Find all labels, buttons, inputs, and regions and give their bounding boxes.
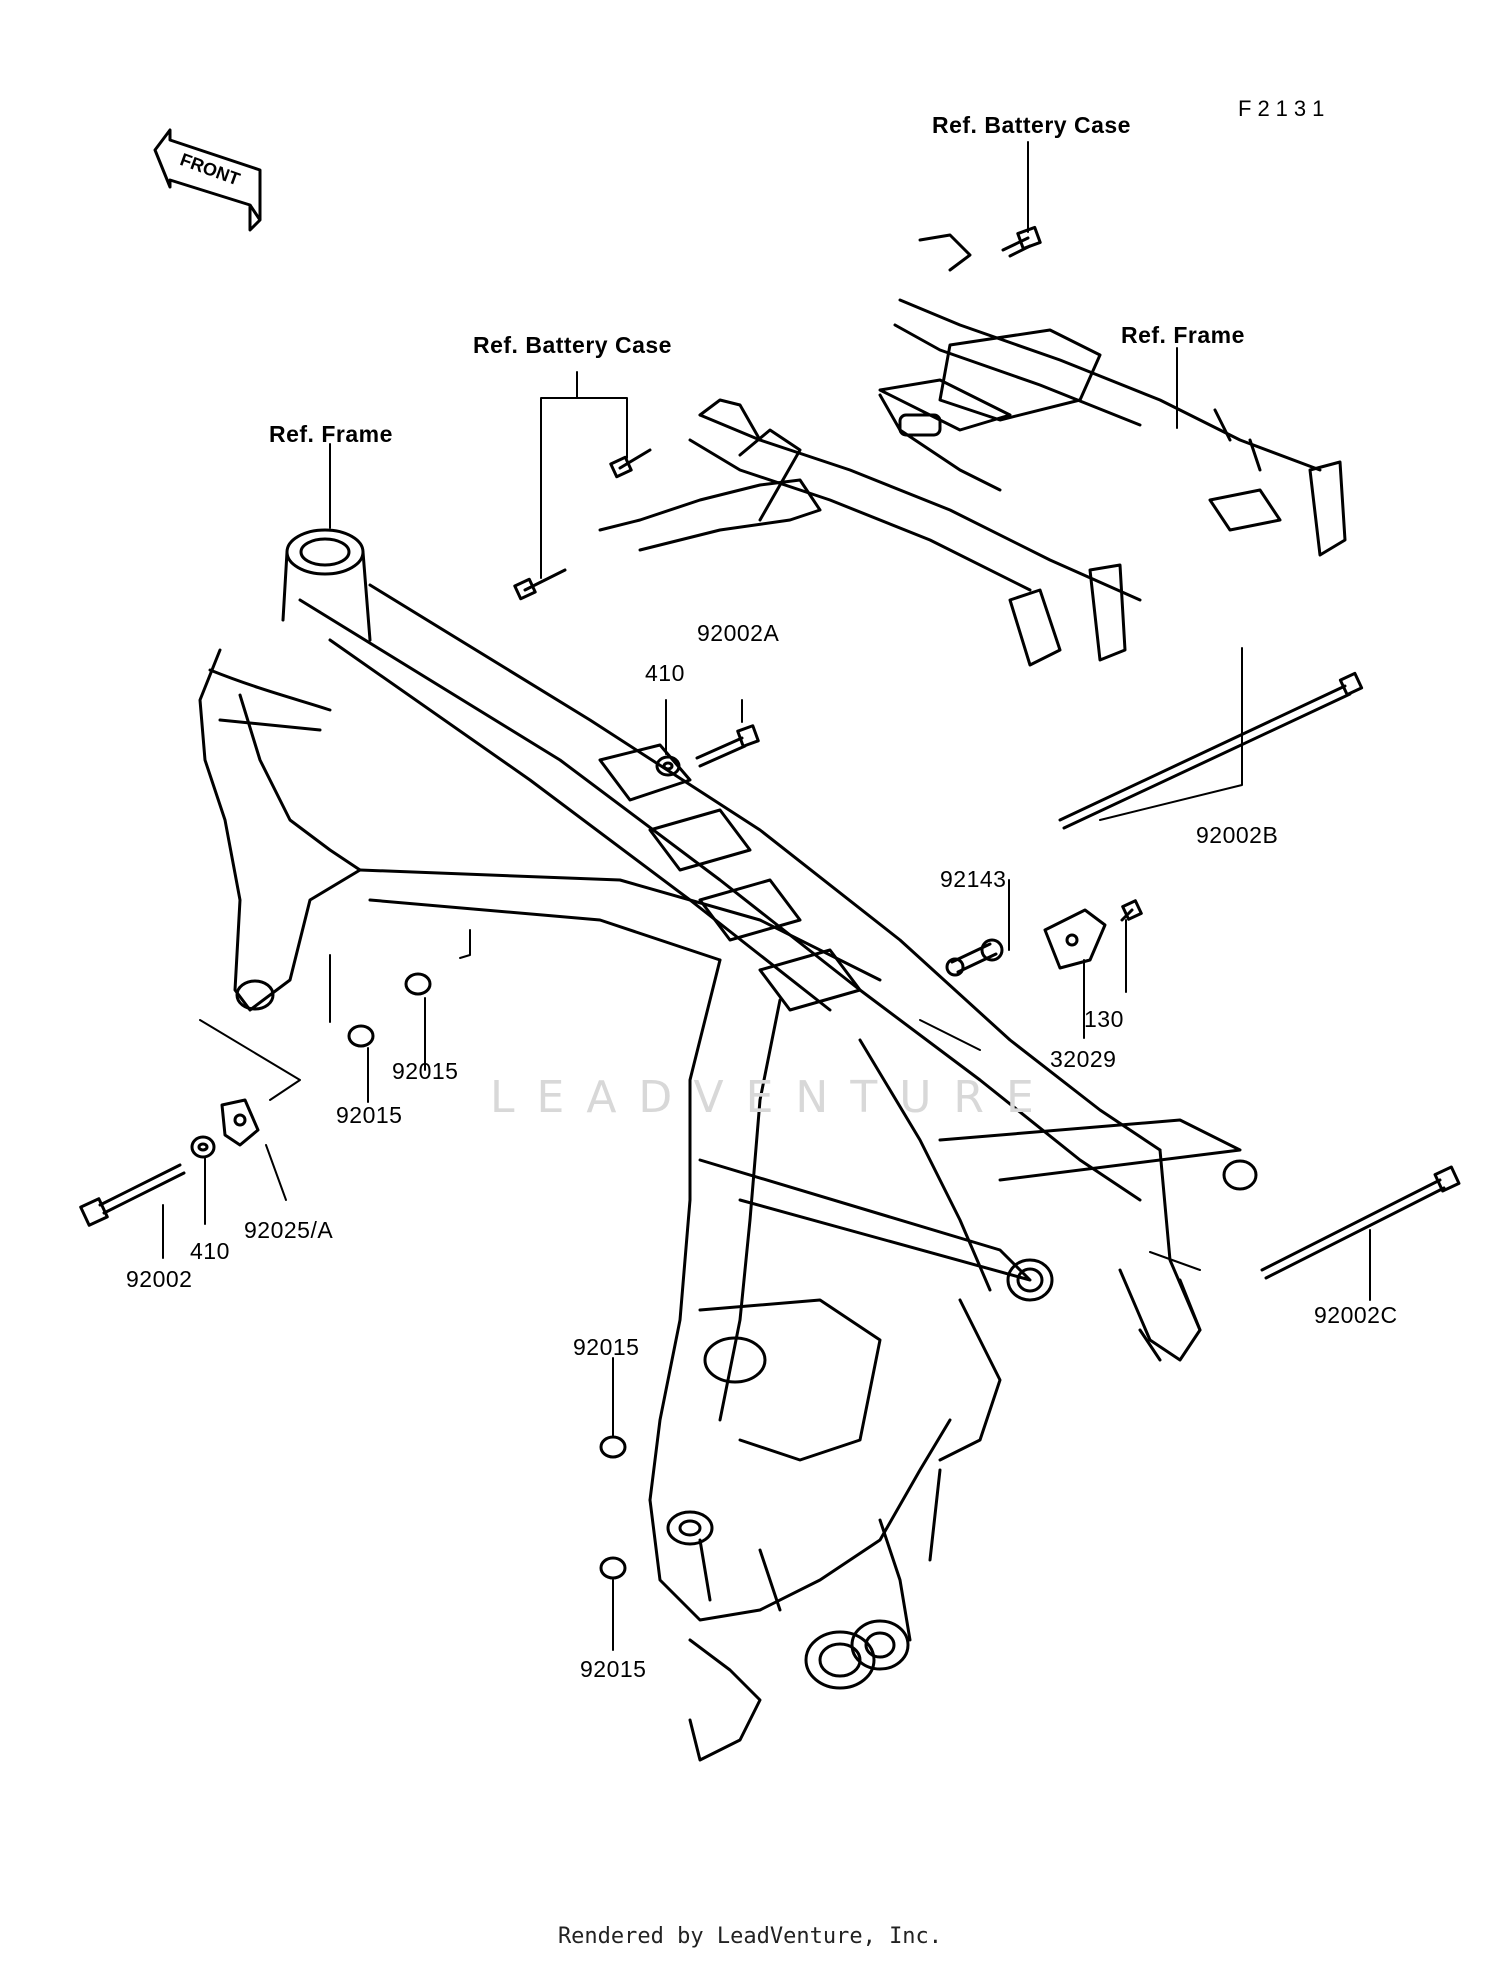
label-92015-c: 92015: [573, 1334, 640, 1360]
label-92002C: 92002C: [1314, 1302, 1398, 1328]
footer-credit: Rendered by LeadVenture, Inc.: [557, 1924, 943, 1949]
label-92015-b: 92015: [336, 1102, 403, 1128]
label-92015-a: 92015: [392, 1058, 459, 1084]
label-410-bottom: 410: [190, 1238, 230, 1264]
label-410-top: 410: [645, 660, 685, 686]
diagram-code: F2131: [1238, 96, 1331, 121]
main-frame: [198, 528, 1258, 1762]
label-32029: 32029: [1050, 1046, 1117, 1072]
front-arrow-icon: FRONT: [153, 128, 262, 232]
label-ref-battery-case-mid: Ref. Battery Case: [473, 332, 672, 358]
label-92002: 92002: [126, 1266, 193, 1292]
label-92002B: 92002B: [1196, 822, 1279, 848]
label-ref-frame-right: Ref. Frame: [1121, 322, 1245, 348]
label-92015-d: 92015: [580, 1656, 647, 1682]
leader-lines: [162, 141, 1371, 1651]
label-130: 130: [1084, 1006, 1124, 1032]
label-ref-frame-left: Ref. Frame: [269, 421, 393, 447]
label-92002A: 92002A: [697, 620, 780, 646]
hardware: [79, 225, 1461, 1580]
watermark: LEADVENTURE: [490, 1072, 1056, 1123]
sub-frame: [598, 233, 1347, 667]
label-92025A: 92025/A: [244, 1217, 334, 1243]
label-ref-battery-case-top: Ref. Battery Case: [932, 112, 1131, 138]
label-92143: 92143: [940, 866, 1007, 892]
